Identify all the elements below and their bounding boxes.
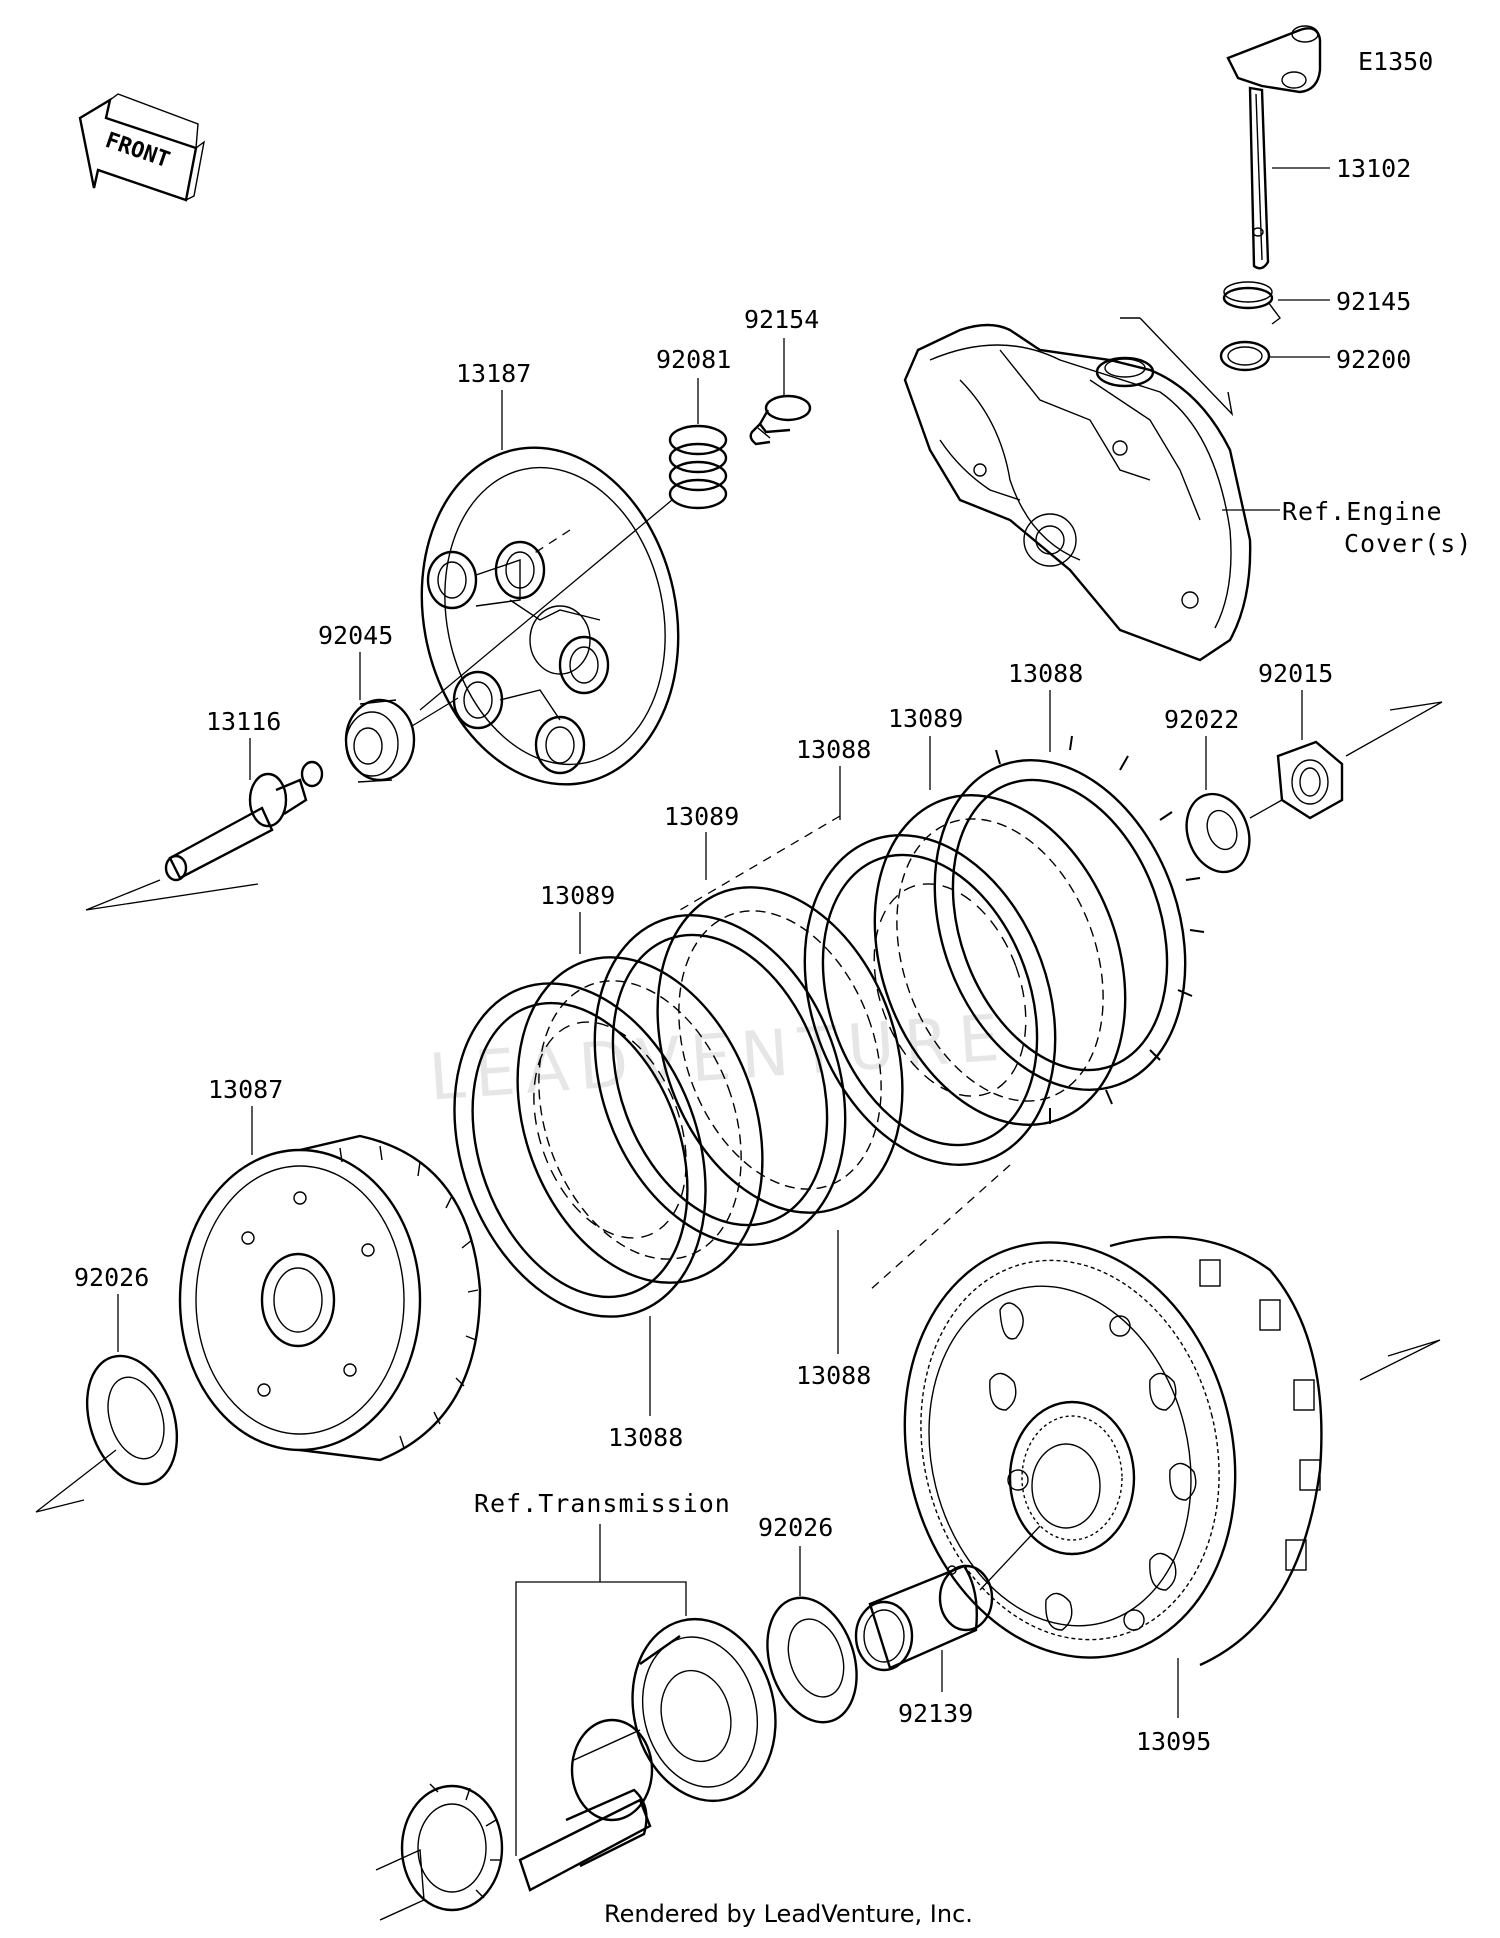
part-13089-steel-plate-c[interactable] [474, 923, 805, 1317]
label-13102: 13102 [1336, 154, 1411, 183]
part-13116-push-rod[interactable] [164, 760, 324, 882]
label-92154: 92154 [744, 305, 819, 334]
watermark: LEADVENTURE [427, 1001, 1012, 1115]
label-13089-a: 13089 [888, 704, 963, 733]
part-13088-friction-plate-d[interactable] [410, 948, 749, 1352]
label-13089-b: 13089 [664, 802, 739, 831]
part-13088-friction-plate-b[interactable] [761, 800, 1099, 1200]
label-92026-a: 92026 [74, 1263, 149, 1292]
part-92026-washer-b[interactable] [752, 1586, 871, 1734]
label-13095: 13095 [1136, 1727, 1211, 1756]
part-13087-clutch-hub[interactable] [178, 1134, 482, 1462]
part-13089-steel-plate-a[interactable] [831, 760, 1169, 1160]
part-92015-nut[interactable] [1276, 740, 1344, 820]
label-92145: 92145 [1336, 287, 1411, 316]
part-13089-steel-plate-b[interactable] [614, 853, 945, 1247]
part-92045-bearing[interactable] [344, 698, 416, 783]
label-13088-a: 13088 [1008, 659, 1083, 688]
front-arrow-label: FRONT [102, 128, 173, 173]
label-13087: 13087 [208, 1075, 283, 1104]
label-92026-b: 92026 [758, 1513, 833, 1542]
part-92154-bolt[interactable] [749, 394, 812, 446]
part-92026-washer-a[interactable] [72, 1344, 193, 1495]
label-92015: 92015 [1258, 659, 1333, 688]
label-13088-c: 13088 [796, 1361, 871, 1390]
part-92200-washer[interactable] [1219, 340, 1271, 372]
label-92081: 92081 [656, 345, 731, 374]
part-92022-washer[interactable] [1176, 785, 1260, 881]
part-13187-pressure-plate[interactable] [391, 424, 708, 809]
transmission-ref: Ref.Transmission [474, 1489, 731, 1518]
engine-cover-reference [903, 323, 1252, 662]
part-13102-release-shaft[interactable] [1226, 25, 1322, 270]
engine-cover-ref-line1: Ref.Engine [1282, 497, 1443, 526]
transmission-reference [375, 1617, 777, 1921]
label-13088-d: 13088 [608, 1423, 683, 1452]
label-13089-c: 13089 [540, 881, 615, 910]
label-13088-b: 13088 [796, 735, 871, 764]
diagram-id: E1350 [1358, 47, 1433, 76]
part-92139-collar[interactable] [854, 1564, 994, 1672]
front-arrow-icon: FRONT [78, 93, 206, 202]
credit-text: Rendered by LeadVenture, Inc. [604, 1900, 973, 1928]
label-92022: 92022 [1164, 705, 1239, 734]
label-92200: 92200 [1336, 345, 1411, 374]
label-92139: 92139 [898, 1699, 973, 1728]
label-13116: 13116 [206, 707, 281, 736]
part-13088-friction-plate-c[interactable] [551, 880, 889, 1280]
part-92145-spring[interactable] [1222, 281, 1281, 325]
label-92045: 92045 [318, 621, 393, 650]
part-92081-spring[interactable] [668, 424, 728, 510]
engine-cover-ref-line2: Cover(s) [1344, 529, 1472, 558]
part-13095-clutch-housing[interactable] [862, 1207, 1323, 1693]
label-13187: 13187 [456, 359, 531, 388]
